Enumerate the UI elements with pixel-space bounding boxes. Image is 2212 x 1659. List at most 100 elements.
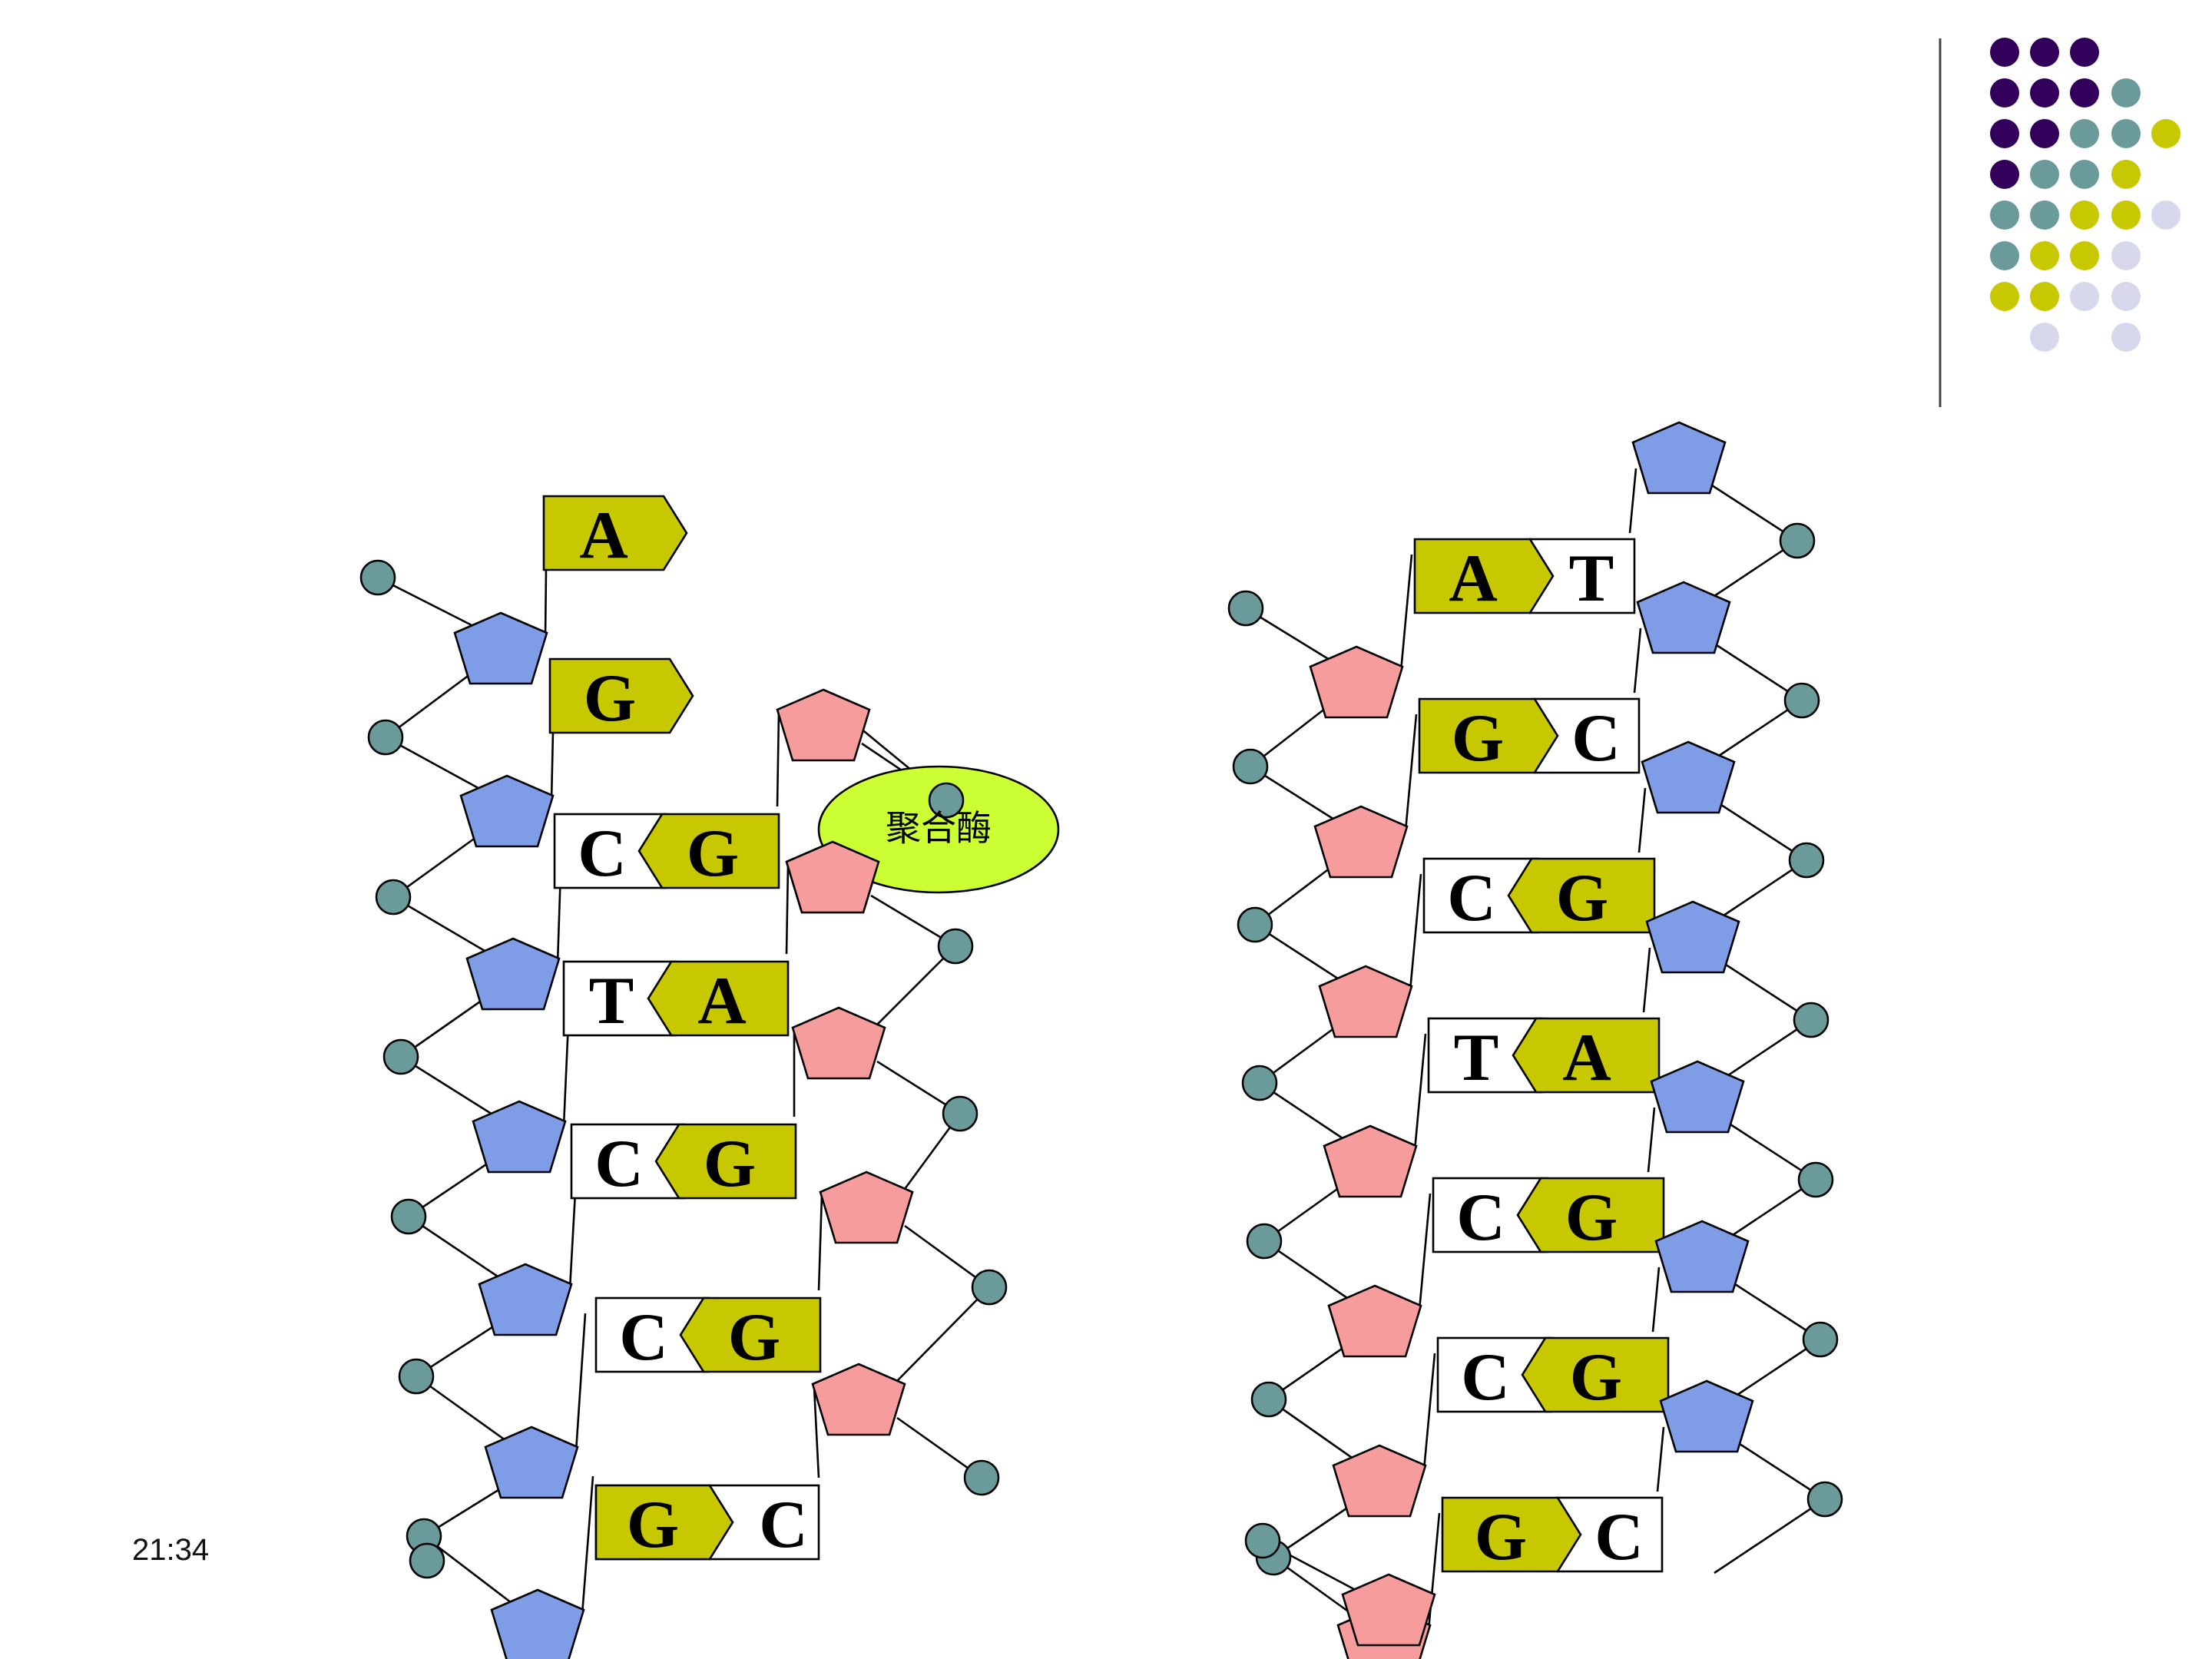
- corner-dot: [2111, 241, 2141, 270]
- template-sugar-pentagon: [490, 1588, 585, 1659]
- new-base-letter: C: [759, 1488, 808, 1562]
- right-blue-sugar-pentagon: [1641, 740, 1736, 814]
- phosphate-circle: [1806, 1481, 1843, 1518]
- right-pair-right-letter: G: [1570, 1340, 1622, 1415]
- right-blue-sugar-pentagon: [1650, 1060, 1745, 1134]
- base-arrow-a: [542, 495, 688, 571]
- bond-line: [817, 1194, 823, 1291]
- new-base-letter: G: [728, 1300, 780, 1375]
- new-base-letter: G: [687, 816, 739, 891]
- corner-dot: [2030, 160, 2059, 189]
- right-pair-left-letter: G: [1452, 701, 1504, 776]
- right-blue-sugar-pentagon: [1645, 900, 1740, 974]
- corner-dot: [2070, 160, 2099, 189]
- phosphate-circle: [937, 928, 974, 965]
- corner-dot: [2030, 78, 2059, 108]
- corner-dot: [2030, 282, 2059, 311]
- corner-dot: [1990, 241, 2019, 270]
- right-pink-sugar-pentagon: [1309, 645, 1404, 719]
- corner-dot: [2030, 38, 2059, 67]
- phosphate-circle: [367, 719, 404, 756]
- corner-dot: [2070, 78, 2099, 108]
- phosphate-circle: [1802, 1321, 1839, 1358]
- template-base-letter: G: [627, 1488, 679, 1562]
- phosphate-circle: [1250, 1381, 1287, 1418]
- corner-dot: [2111, 119, 2141, 148]
- timestamp: 21:34: [132, 1533, 210, 1567]
- phosphate-circle: [1793, 1002, 1830, 1038]
- bond-line: [1633, 628, 1642, 694]
- corner-dot: [2030, 200, 2059, 230]
- bond-line: [1409, 873, 1422, 992]
- phosphate-circle: [409, 1542, 445, 1579]
- new-sugar-pentagon: [811, 1363, 906, 1436]
- phosphate-circle: [1237, 906, 1273, 943]
- right-pair-right-letter: A: [1562, 1021, 1611, 1095]
- corner-dot: [2070, 200, 2099, 230]
- bond-line: [785, 864, 790, 955]
- phosphate-circle: [359, 559, 396, 596]
- bond-line: [575, 1313, 587, 1452]
- phosphate-circle: [390, 1198, 427, 1235]
- right-pink-sugar-pentagon: [1313, 805, 1409, 879]
- bond-line: [408, 1215, 503, 1281]
- phosphate-circle: [1788, 842, 1825, 879]
- right-blue-sugar-pentagon: [1659, 1379, 1754, 1453]
- corner-dot: [2030, 119, 2059, 148]
- bond-line: [896, 1286, 990, 1382]
- phosphate-circle: [1241, 1065, 1278, 1101]
- template-base-letter: C: [594, 1127, 644, 1201]
- bond-line: [1651, 1267, 1661, 1333]
- new-base-arrow-g: [679, 1296, 822, 1373]
- right-pink-sugar-pentagon: [1318, 965, 1413, 1038]
- right-base-arrow-g: [1441, 1496, 1582, 1573]
- bond-line: [385, 736, 485, 793]
- bond-line: [1422, 1353, 1436, 1471]
- new-sugar-pentagon: [785, 840, 880, 914]
- corner-dot: [2070, 38, 2099, 67]
- corner-dot: [2111, 160, 2141, 189]
- phosphate-circle: [1797, 1161, 1834, 1198]
- corner-dot: [2111, 78, 2141, 108]
- new-base-arrow-g: [637, 813, 780, 889]
- bond-line: [416, 1375, 509, 1444]
- new-base-letter: G: [704, 1127, 756, 1201]
- phosphate-circle: [963, 1459, 1000, 1496]
- phosphate-circle: [375, 879, 412, 916]
- corner-dot: [2111, 200, 2141, 230]
- template-sugar-pentagon: [472, 1100, 567, 1174]
- right-base-arrow-g: [1507, 857, 1656, 934]
- bond-line: [876, 945, 956, 1025]
- template-sugar-pentagon: [478, 1263, 573, 1336]
- new-base-letter: A: [697, 964, 747, 1038]
- right-pair-right-letter: G: [1565, 1181, 1618, 1255]
- bond-line: [1413, 1033, 1427, 1151]
- right-base-arrow-a: [1512, 1017, 1661, 1094]
- right-pair-right-letter: T: [1569, 541, 1614, 616]
- bond-line: [400, 1055, 497, 1118]
- template-base-letter: T: [589, 964, 634, 1038]
- right-pink-sugar-pentagon: [1332, 1444, 1427, 1518]
- corner-dot: [2070, 282, 2099, 311]
- right-pair-left-letter: G: [1475, 1500, 1527, 1575]
- right-base-arrow-g: [1521, 1336, 1670, 1413]
- right-base-arrow-a: [1413, 538, 1555, 614]
- bond-line: [1637, 787, 1647, 853]
- corner-dot: [2151, 200, 2181, 230]
- phosphate-circle: [1232, 748, 1269, 785]
- bond-line: [377, 576, 478, 630]
- corner-dot: [2070, 119, 2099, 148]
- base-letter: A: [579, 498, 628, 573]
- new-sugar-pentagon: [776, 688, 871, 762]
- new-base-arrow-a: [647, 960, 790, 1037]
- bond-line: [1628, 468, 1637, 534]
- template-base-arrow-overlay: [594, 1484, 734, 1561]
- bond-line: [813, 1386, 820, 1479]
- phosphate-circle: [928, 782, 965, 819]
- bond-line: [776, 712, 780, 807]
- bond-line: [581, 1475, 594, 1615]
- template-sugar-pentagon: [453, 611, 548, 685]
- right-pink-sugar-pentagon: [1327, 1284, 1422, 1358]
